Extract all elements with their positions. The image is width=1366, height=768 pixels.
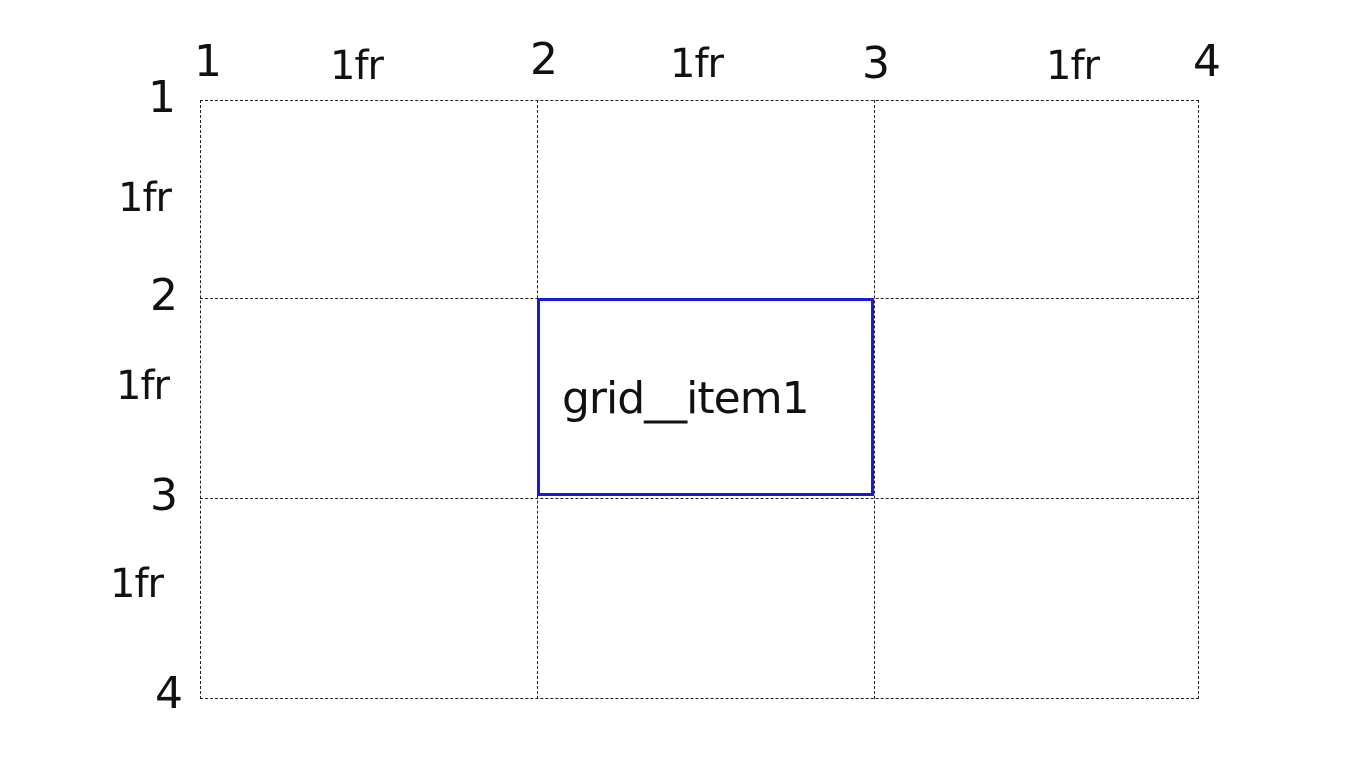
grid-item-label: grid__item1 <box>562 373 810 424</box>
column-line-number-4: 4 <box>1193 36 1221 87</box>
grid-container: grid__item1 <box>200 100 1199 699</box>
row-line-number-1: 1 <box>148 72 176 123</box>
column-track-size-2: 1fr <box>670 41 724 87</box>
row-line-number-4: 4 <box>155 668 183 719</box>
column-line-number-2: 2 <box>530 34 558 85</box>
column-line-1 <box>200 100 201 699</box>
column-track-size-1: 1fr <box>330 43 384 89</box>
column-line-number-3: 3 <box>862 38 890 89</box>
column-track-size-3: 1fr <box>1046 43 1100 89</box>
grid-item-1: grid__item1 <box>537 298 874 496</box>
row-line-1 <box>200 100 1199 101</box>
column-line-4 <box>1198 100 1199 699</box>
row-track-size-3: 1fr <box>110 561 164 607</box>
row-track-size-2: 1fr <box>116 363 170 409</box>
row-track-size-1: 1fr <box>118 175 172 221</box>
row-line-number-3: 3 <box>150 470 178 521</box>
column-line-number-1: 1 <box>194 36 222 87</box>
row-line-number-2: 2 <box>150 270 178 321</box>
column-line-3 <box>874 100 875 699</box>
row-line-3 <box>200 498 1199 499</box>
row-line-4 <box>200 698 1199 699</box>
